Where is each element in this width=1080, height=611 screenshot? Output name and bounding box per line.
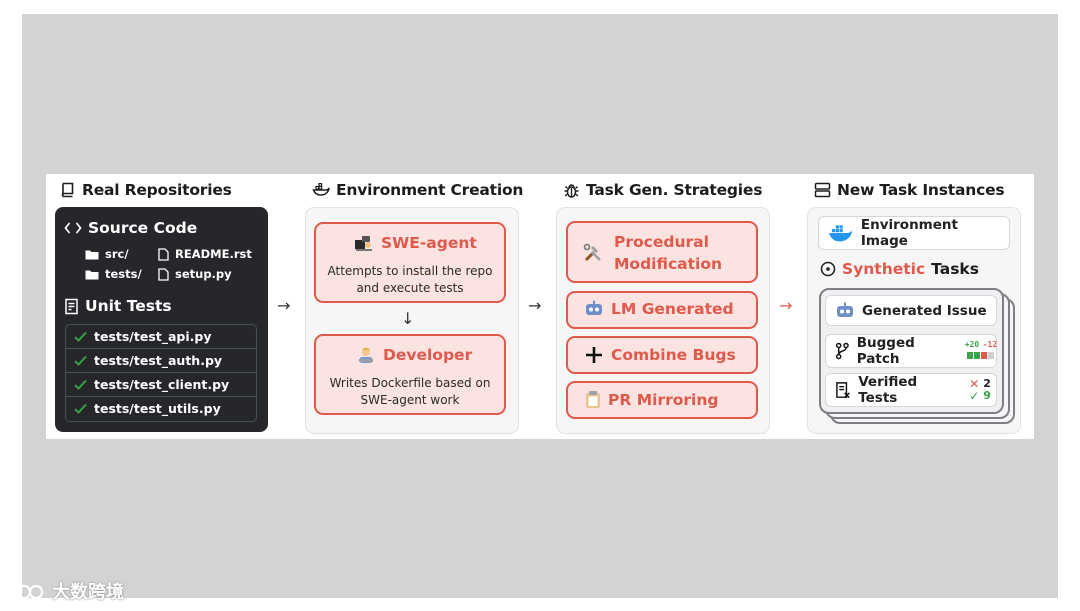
watermark: 大数跨境 [8, 578, 124, 604]
pr-mirroring-card: PR Mirroring [566, 381, 758, 419]
robot-icon [837, 302, 853, 317]
flow-arrow: → [277, 296, 291, 315]
bugged-patch-card: Bugged Patch +20 -12 [825, 334, 997, 368]
file-readme: README.rst [158, 247, 252, 261]
diff-additions: +20 [964, 340, 980, 349]
swe-agent-description-line: and execute tests [356, 281, 464, 295]
unit-tests-list [65, 324, 257, 422]
diff-deletions: -12 [982, 340, 998, 349]
folder-icon [85, 270, 99, 279]
robot-icon [586, 300, 602, 315]
layers-icon [814, 182, 831, 198]
lm-generated-card: LM Generated [566, 291, 758, 329]
document-icon [158, 247, 169, 261]
swe-agent-icon [355, 236, 372, 251]
developer-card: Developer Writes Dockerfile based on SWE… [314, 334, 506, 415]
fail-x-icon: ✕ [969, 377, 980, 391]
test-result-counts: ✕ 2 ✓ 9 [969, 377, 996, 403]
target-circle-icon [820, 261, 836, 277]
developer-heading: Developer [356, 346, 472, 364]
checkmark-icon [74, 403, 87, 414]
procedural-modification-card: Procedural Modification [566, 221, 758, 283]
verified-tests-card: Verified Tests ✕ 2 ✓ 9 [825, 373, 997, 407]
checkmark-icon [74, 379, 87, 390]
repo-icon [61, 182, 74, 198]
code-brackets-icon [64, 222, 82, 234]
diff-badge: +20 -12 [964, 339, 998, 363]
developer-icon [359, 347, 373, 363]
developer-description-line: Writes Dockerfile based on [329, 376, 491, 390]
file-tests: tests/ [85, 267, 142, 281]
diff-bar [966, 352, 994, 359]
real-repositories-card: Source Code src/ README.rst tests/ setup… [55, 207, 268, 432]
swe-agent-description-line: Attempts to install the repo [327, 264, 493, 278]
pass-check-icon: ✓ [969, 389, 980, 403]
pr-mirroring-label: PR Mirroring [585, 390, 718, 409]
checkmark-icon [74, 355, 87, 366]
plus-icon [586, 347, 602, 363]
test-item: tests/test_auth.py [65, 348, 257, 372]
fail-count: 2 [983, 377, 991, 390]
unit-tests-heading: Unit Tests [64, 297, 172, 315]
environment-creation-title: Environment Creation [312, 180, 523, 200]
git-branch-icon [835, 342, 849, 360]
test-item: tests/test_client.py [65, 372, 257, 396]
new-task-instances-title: New Task Instances [814, 180, 1005, 200]
synthetic-tasks-heading: Synthetic Tasks [820, 260, 979, 278]
tools-icon [583, 243, 601, 262]
down-arrow: ↓ [401, 309, 415, 328]
test-doc-icon [65, 298, 78, 314]
real-repositories-title: Real Repositories [60, 180, 232, 200]
folder-icon [85, 250, 99, 259]
swe-agent-card: SWE-agent Attempts to install the repo a… [314, 222, 506, 303]
clipboard-icon [586, 391, 600, 408]
swe-agent-heading: SWE-agent [354, 234, 477, 252]
combine-bugs-card: Combine Bugs [566, 336, 758, 374]
generated-issue-card: Generated Issue [825, 295, 997, 326]
document-icon [158, 267, 169, 281]
source-code-heading: Source Code [64, 219, 197, 237]
watermark-logo-icon [9, 583, 44, 600]
combine-bugs-label: Combine Bugs [584, 345, 736, 365]
lm-generated-label: LM Generated [584, 300, 734, 318]
docker-whale-icon [312, 183, 330, 196]
checkmark-icon [74, 331, 87, 342]
environment-image-card: Environment Image [818, 216, 1010, 250]
file-src: src/ [85, 247, 129, 261]
test-item: tests/test_utils.py [65, 396, 257, 420]
synthetic-word: Synthetic [842, 260, 926, 278]
flow-arrow: → [528, 296, 542, 315]
procedural-modification-label: Procedural Modification [614, 233, 723, 273]
developer-description-line: SWE-agent work [360, 393, 460, 407]
bug-icon [564, 183, 579, 198]
test-doc-icon [836, 381, 850, 398]
docker-whale-icon [828, 225, 852, 242]
test-item: tests/test_api.py [65, 324, 257, 348]
flow-arrow: → [779, 296, 793, 315]
tasks-word: Tasks [931, 260, 979, 278]
file-setup: setup.py [158, 267, 232, 281]
pass-count: 9 [983, 389, 991, 402]
task-gen-strategies-title: Task Gen. Strategies [563, 180, 762, 200]
